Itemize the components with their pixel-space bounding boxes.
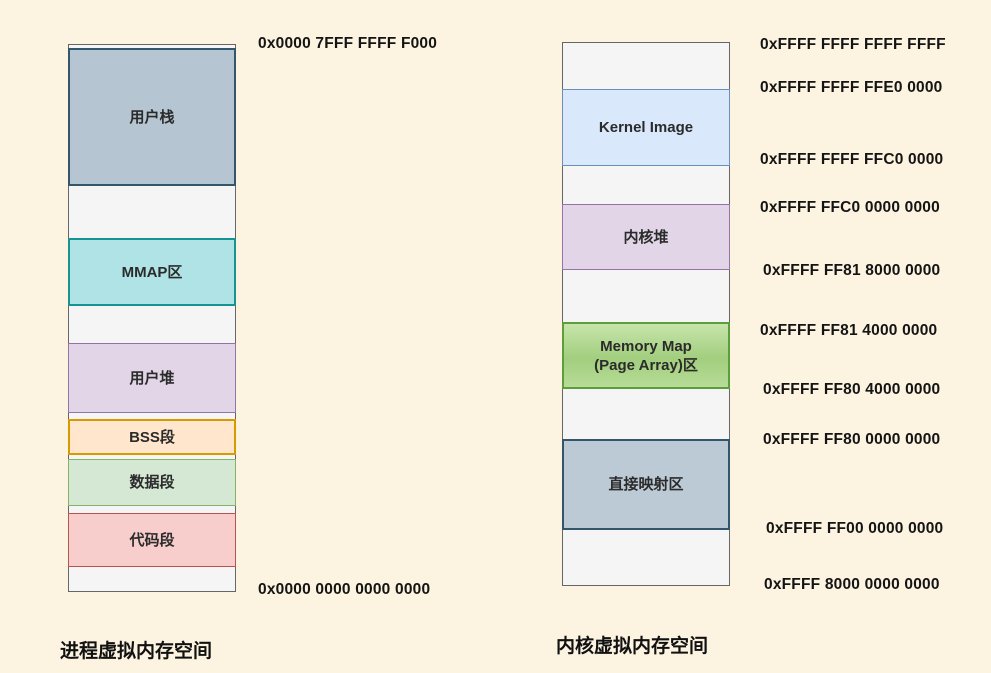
process-top-address: 0x0000 7FFF FFFF F000 [258, 35, 438, 52]
segment-data: 数据段 [68, 459, 236, 506]
segment-mmap: MMAP区 [68, 238, 236, 306]
kernel-address-2: 0xFFFF FFFF FFC0 0000 [760, 151, 944, 168]
segment-user-stack: 用户栈 [68, 48, 236, 186]
process-memory-column: 用户栈 MMAP区 用户堆 BSS段 数据段 代码段 [68, 44, 236, 592]
kernel-address-3: 0xFFFF FFC0 0000 0000 [760, 199, 940, 216]
segment-user-heap: 用户堆 [68, 343, 236, 413]
segment-kernel-heap: 内核堆 [562, 204, 730, 270]
process-bottom-address: 0x0000 0000 0000 0000 [258, 581, 431, 598]
segment-code: 代码段 [68, 513, 236, 567]
segment-code-label: 代码段 [129, 531, 175, 549]
segment-bss-label: BSS段 [129, 428, 175, 446]
segment-user-stack-label: 用户栈 [129, 108, 175, 126]
segment-kernel-heap-label: 内核堆 [623, 228, 669, 246]
kernel-address-9: 0xFFFF 8000 0000 0000 [764, 576, 940, 593]
process-space-caption: 进程虚拟内存空间 [60, 641, 213, 662]
kernel-memory-column: Kernel Image 内核堆 Memory Map (Page Array)… [562, 42, 730, 586]
kernel-address-6: 0xFFFF FF80 4000 0000 [763, 381, 941, 398]
kernel-address-1: 0xFFFF FFFF FFE0 0000 [760, 79, 943, 96]
segment-memory-map-label: Memory Map (Page Array)区 [594, 337, 698, 374]
segment-user-heap-label: 用户堆 [129, 369, 175, 387]
segment-kernel-image-label: Kernel Image [598, 119, 694, 136]
segment-memory-map: Memory Map (Page Array)区 [562, 322, 730, 389]
kernel-address-5: 0xFFFF FF81 4000 0000 [760, 322, 938, 339]
kernel-space-caption: 内核虚拟内存空间 [556, 636, 709, 657]
segment-data-label: 数据段 [129, 474, 175, 491]
kernel-address-0: 0xFFFF FFFF FFFF FFFF [760, 36, 946, 53]
segment-kernel-image: Kernel Image [562, 89, 730, 166]
segment-direct-map: 直接映射区 [562, 439, 730, 530]
segment-direct-map-label: 直接映射区 [608, 476, 684, 493]
kernel-address-8: 0xFFFF FF00 0000 0000 [766, 520, 944, 537]
segment-bss: BSS段 [68, 419, 236, 455]
segment-mmap-label: MMAP区 [121, 263, 183, 281]
kernel-address-4: 0xFFFF FF81 8000 0000 [763, 262, 941, 279]
kernel-address-7: 0xFFFF FF80 0000 0000 [763, 431, 941, 448]
